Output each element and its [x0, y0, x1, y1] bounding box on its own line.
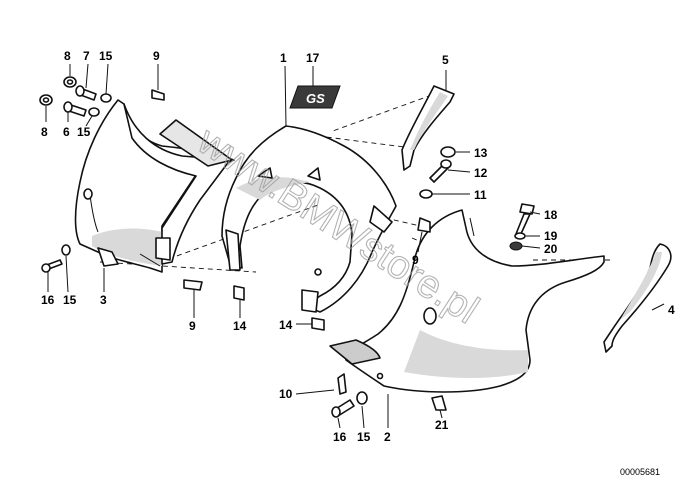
nut-20	[509, 241, 523, 251]
washer-11	[419, 189, 433, 199]
callout-5: 5	[442, 53, 449, 67]
clip-21	[431, 395, 447, 411]
callout-13: 13	[474, 146, 488, 160]
screw-6-head	[63, 101, 73, 113]
callout-15b: 15	[77, 125, 91, 139]
washer-15d	[356, 391, 368, 405]
callout-21: 21	[435, 418, 449, 432]
emblem-text: GS	[306, 91, 325, 106]
callout-7: 7	[83, 49, 90, 63]
callout-14b: 14	[279, 318, 293, 332]
callout-15a: 15	[99, 49, 113, 63]
callout-20: 20	[544, 242, 558, 256]
screw-10	[337, 373, 347, 395]
callout-labels: 1 17 5 8 7 15 9 8 6 15 13 12 11 18 19 20…	[41, 49, 675, 444]
callout-12: 12	[474, 166, 488, 180]
side-fairing-part-2	[329, 209, 605, 393]
callout-9a: 9	[153, 49, 160, 63]
callout-16b: 16	[333, 430, 347, 444]
callout-1: 1	[280, 51, 287, 65]
trim-strip-part-5	[401, 85, 455, 171]
callout-11: 11	[474, 188, 487, 202]
callout-9c: 9	[189, 319, 196, 333]
leader-lines	[45, 63, 665, 429]
washer-15b	[88, 107, 100, 117]
screw-12-head	[440, 159, 452, 169]
nut-8a-hole	[66, 79, 74, 85]
screw-18-head	[519, 203, 535, 215]
clip-14b	[311, 317, 325, 331]
callout-8a: 8	[64, 49, 71, 63]
callout-9b: 9	[412, 253, 419, 267]
callout-15d: 15	[357, 430, 371, 444]
side-trim-part-4	[603, 243, 672, 353]
callout-2: 2	[384, 430, 391, 444]
center-cowl-part-1	[221, 125, 397, 313]
callout-4: 4	[668, 303, 675, 317]
screw-16a-head	[41, 263, 51, 273]
emblem-part-17: GS	[289, 85, 341, 109]
callout-16a: 16	[41, 293, 55, 307]
clip-9b	[417, 217, 431, 233]
nut-8b-hole	[42, 97, 50, 103]
clip-14a	[233, 285, 245, 301]
callout-15c: 15	[63, 293, 77, 307]
callout-10: 10	[279, 387, 293, 401]
washer-15a	[100, 93, 112, 103]
grommet-13	[440, 146, 456, 158]
screw-7-head	[75, 85, 85, 97]
washer-15c	[61, 244, 71, 256]
callout-17: 17	[306, 51, 320, 65]
callout-3: 3	[100, 293, 107, 307]
callout-14a: 14	[233, 319, 247, 333]
callout-8b: 8	[41, 125, 48, 139]
clip-9a	[151, 89, 165, 101]
washer-19	[514, 232, 526, 240]
callout-18: 18	[544, 208, 558, 222]
drawing-number: 00005681	[620, 467, 660, 477]
hardware	[39, 76, 535, 418]
front-cowl-part-3	[74, 99, 235, 273]
callout-6: 6	[63, 125, 70, 139]
screw-16b-head	[331, 406, 341, 418]
clip-9c	[183, 279, 203, 291]
callout-19: 19	[544, 229, 558, 243]
